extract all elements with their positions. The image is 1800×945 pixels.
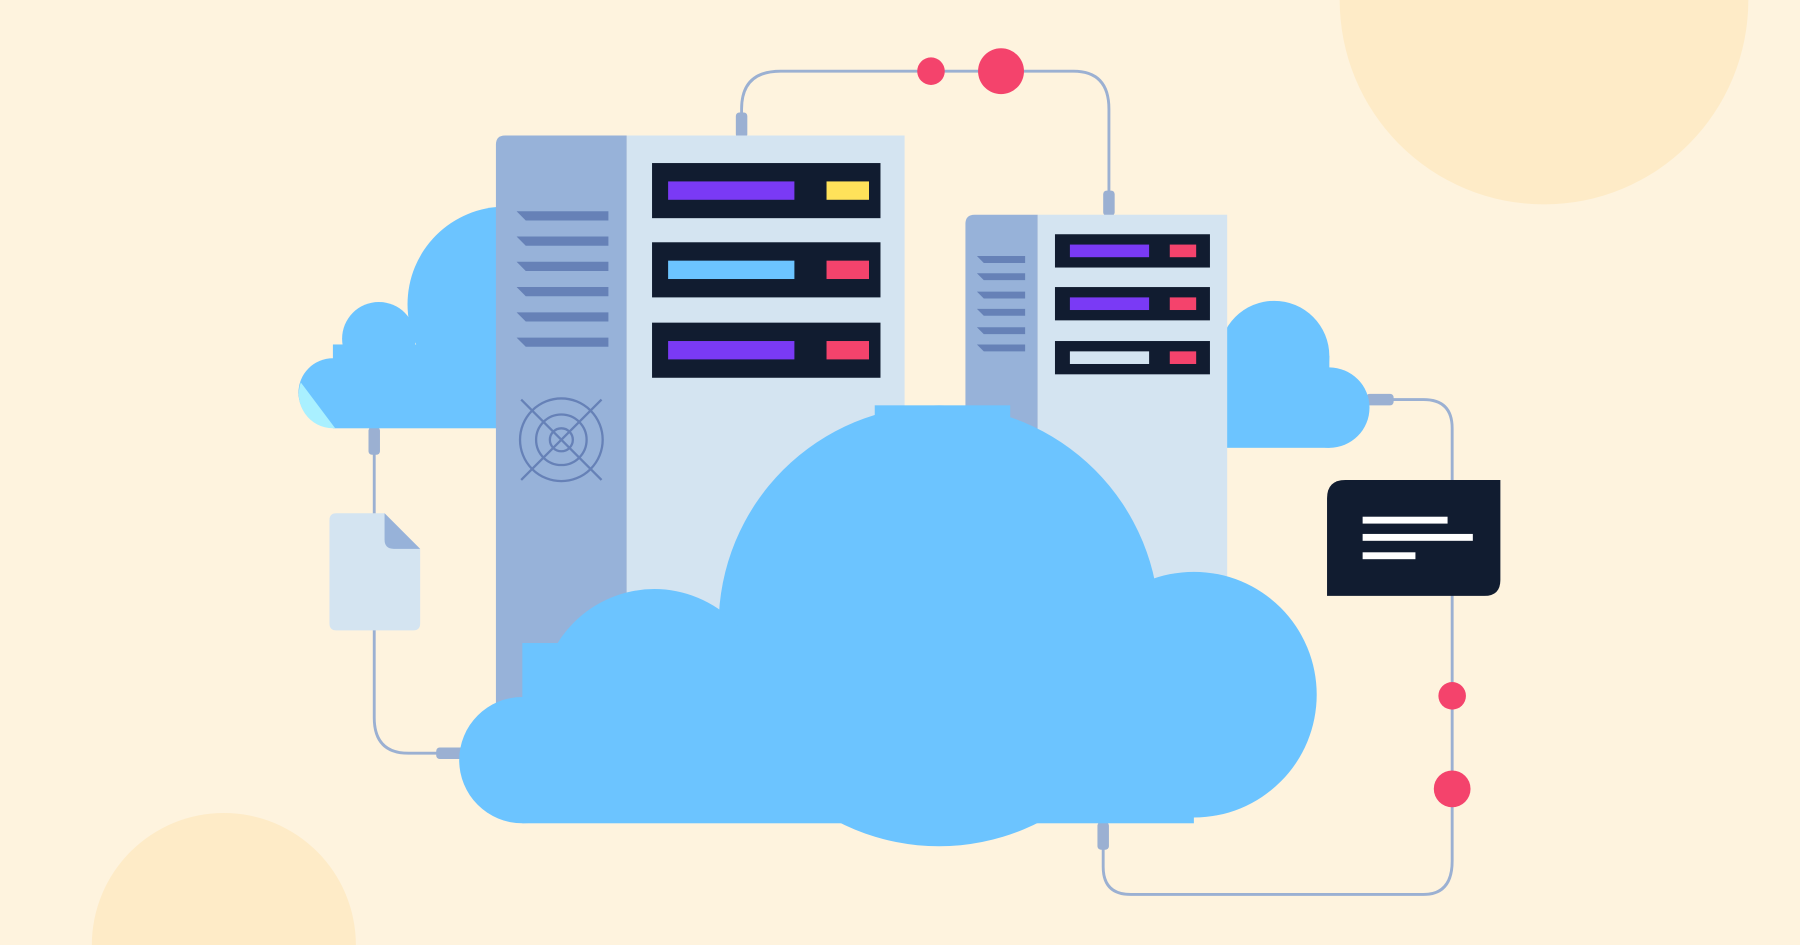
right-wire xyxy=(1101,398,1454,896)
right-cloud xyxy=(1216,300,1370,448)
server-slots xyxy=(652,163,881,378)
wire-connectors xyxy=(368,112,1394,850)
fan-icon xyxy=(518,397,604,483)
left-wire xyxy=(372,428,460,755)
document-icon xyxy=(329,513,421,631)
decorative-blob-bottom-left xyxy=(91,812,356,945)
signal-dots xyxy=(917,48,1471,808)
decorative-blob-top-right xyxy=(1339,0,1749,205)
main-cloud xyxy=(459,405,1317,847)
vent-icon xyxy=(976,256,1026,352)
vent-icon xyxy=(516,211,609,347)
left-cloud-highlight xyxy=(298,382,336,429)
message-box xyxy=(1327,479,1501,596)
